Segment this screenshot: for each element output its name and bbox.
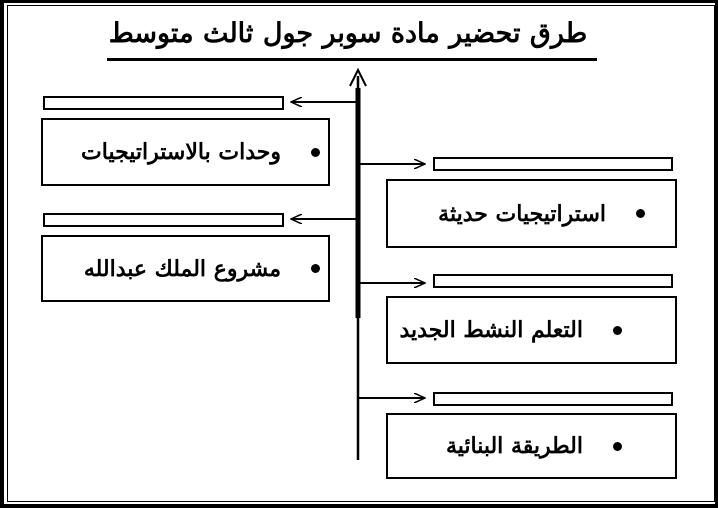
left-item-label: وحدات بالاستراتيجيات [81,139,281,165]
left-item-label: مشروع الملك عبدالله [83,255,281,282]
title-underline [107,58,597,61]
bullet-icon [613,441,622,451]
left-item-2: مشروع الملك عبدالله [41,235,330,302]
left-header-bar-1 [43,96,284,110]
trunk-arrow-icon [349,67,367,87]
right-header-bar-1 [433,157,673,171]
bullet-icon [311,147,320,157]
right-item-2: التعلم النشط الجديد [386,296,677,364]
right-header-bar-3 [433,392,673,406]
right-header-bar-2 [433,274,673,288]
right-item-3: الطريقة البنائية [386,413,677,479]
bullet-icon [636,209,645,218]
left-item-1: وحدات بالاستراتيجيات [41,118,330,186]
right-item-label: التعلم النشط الجديد [399,317,583,343]
page-title: طرق تحضير مادة سوبر جول ثالث متوسط [108,18,588,49]
right-item-1: استراتيجيات حديثة [386,179,677,248]
inner-frame [7,5,715,502]
right-item-label: الطريقة البنائية [445,433,583,459]
left-header-bar-2 [43,213,284,227]
right-item-label: استراتيجيات حديثة [438,200,606,227]
bullet-icon [311,264,320,273]
bullet-icon [613,325,622,335]
